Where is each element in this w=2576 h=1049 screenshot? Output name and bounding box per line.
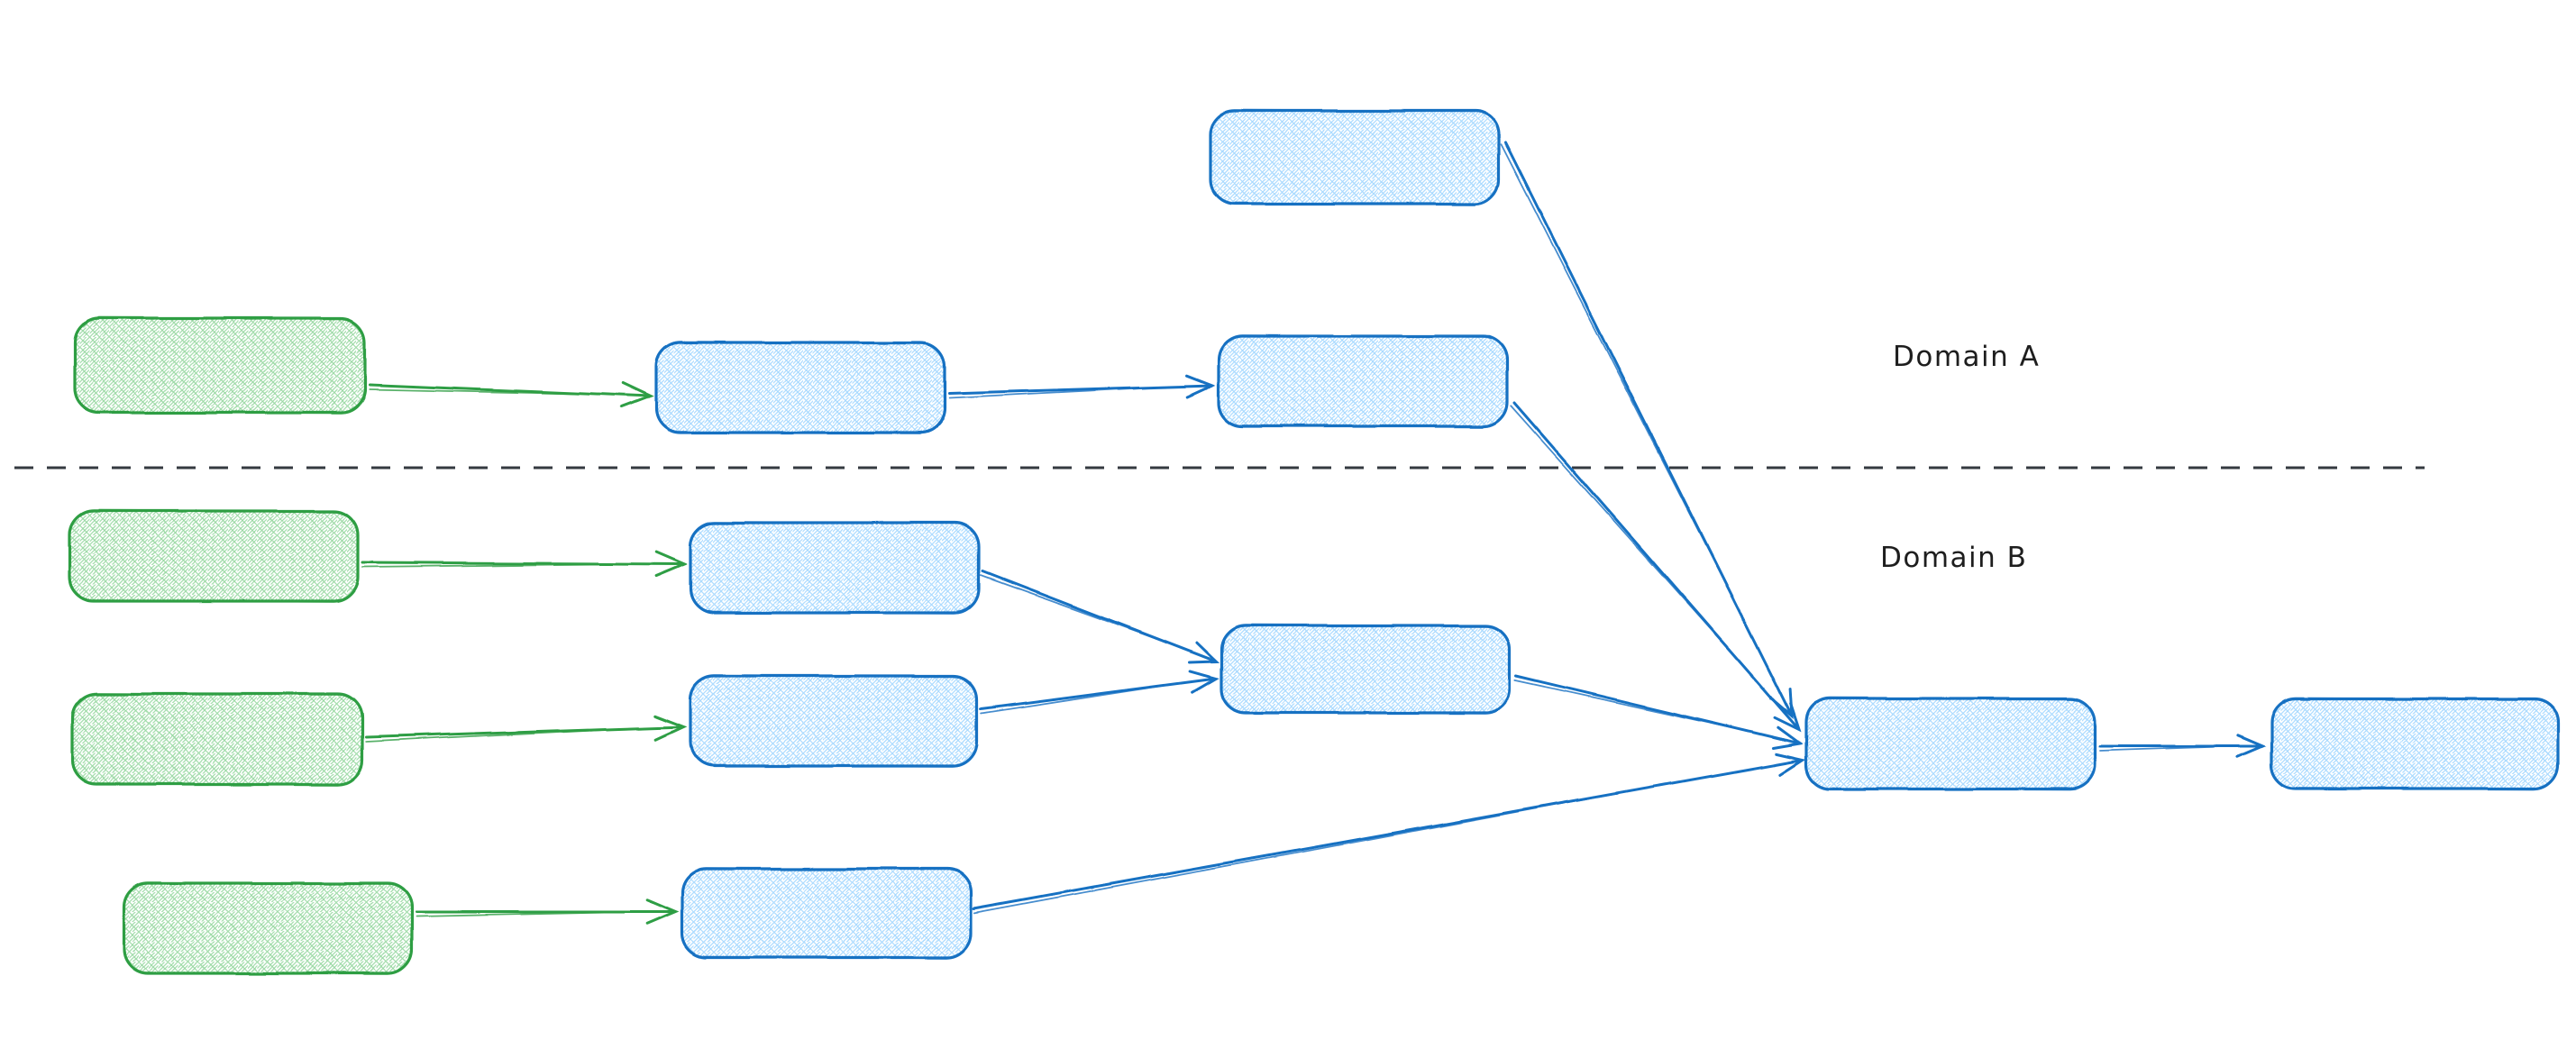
node-blue-a1	[654, 341, 946, 434]
arrow-green-b3-to-blue-b3	[415, 898, 680, 926]
arrow-green-a-to-blue-a1	[368, 381, 654, 409]
node-blue-top	[1209, 109, 1501, 205]
arrow-blue-a2-to-blue-merge	[1510, 401, 1802, 733]
arrow-green-b1-to-blue-b1	[361, 551, 688, 578]
node-blue-merge	[1804, 697, 2096, 790]
node-green-b2	[70, 692, 364, 786]
domain-a-label: Domain A	[1893, 341, 2040, 373]
arrow-blue-b3-to-blue-merge	[972, 752, 1806, 914]
node-blue-b1	[689, 521, 981, 615]
node-green-a	[73, 316, 367, 415]
arrow-blue-b2-to-blue-mid	[979, 670, 1219, 715]
arrow-blue-mid-to-blue-merge	[1513, 674, 1804, 750]
arrow-blue-a1-to-blue-a2	[947, 374, 1216, 399]
domain-b-label: Domain B	[1880, 542, 2027, 574]
node-blue-b3	[681, 867, 973, 959]
node-blue-mid	[1219, 624, 1512, 715]
arrow-blue-b1-to-blue-mid	[980, 570, 1219, 664]
node-green-b1	[68, 509, 360, 603]
node-blue-a2	[1217, 334, 1509, 428]
arrow-blue-merge-to-blue-final	[2098, 734, 2266, 759]
node-green-b3	[122, 881, 414, 975]
node-blue-b2	[689, 674, 979, 768]
arrow-green-b2-to-blue-b2	[364, 714, 688, 743]
arrow-blue-top-to-blue-merge	[1500, 141, 1794, 720]
node-blue-final	[2270, 697, 2560, 790]
